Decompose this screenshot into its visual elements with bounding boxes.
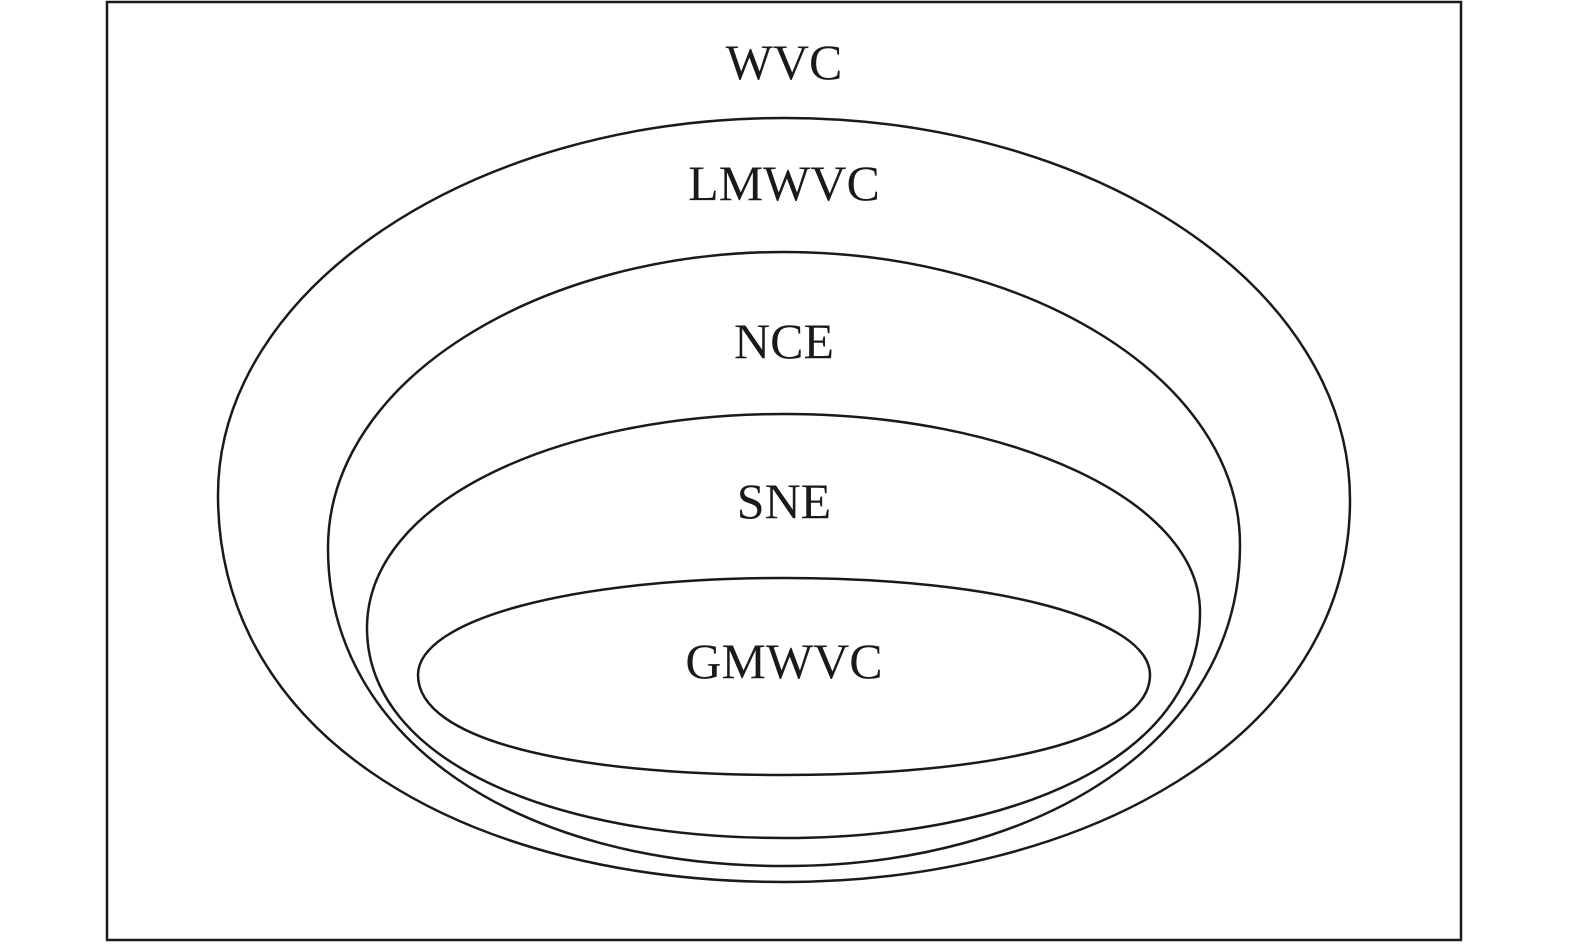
set-nce-boundary xyxy=(326,250,1242,868)
set-wvc-boundary xyxy=(105,0,1463,942)
set-label-sne: SNE xyxy=(737,473,831,529)
set-label-nce: NCE xyxy=(734,313,834,369)
set-lmwvc-boundary xyxy=(216,116,1352,884)
set-gmwvc-boundary xyxy=(416,576,1152,777)
set-label-lmwvc: LMWVC xyxy=(688,155,880,211)
set-sne-boundary xyxy=(365,412,1202,840)
set-label-gmwvc: GMWVC xyxy=(685,633,882,689)
set-label-wvc: WVC xyxy=(726,34,843,90)
